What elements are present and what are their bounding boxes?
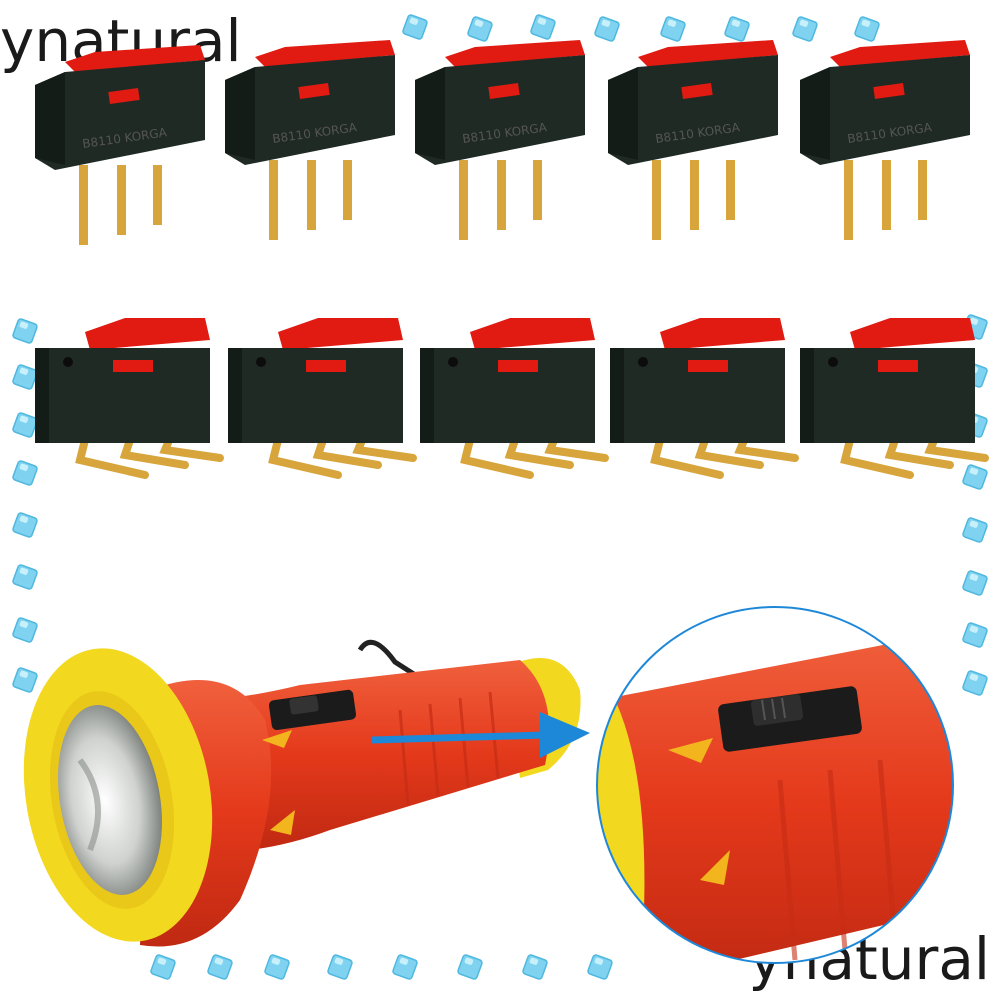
ice-cube-icon	[962, 570, 988, 596]
straight-pin-switch: B8110 KORGA	[225, 40, 395, 240]
bent-pin-switch	[420, 318, 609, 479]
ice-cube-icon	[660, 16, 686, 42]
ice-cube-icon	[402, 14, 428, 40]
ice-cube-icon	[12, 667, 38, 693]
ice-cube-icon	[12, 318, 38, 344]
zoom-arrow-icon	[371, 712, 590, 758]
ice-cube-icon	[792, 16, 818, 42]
ice-cube-icon	[962, 670, 988, 696]
ice-cube-icon	[264, 954, 290, 980]
ice-cube-icon	[962, 622, 988, 648]
ice-cube-icon	[12, 512, 38, 538]
straight-pin-switch: B8110 KORGA	[608, 40, 778, 240]
ice-cube-icon	[962, 517, 988, 543]
ice-cube-icon	[587, 954, 613, 980]
ice-cube-icon	[594, 16, 620, 42]
ice-cube-icon	[530, 14, 556, 40]
straight-pin-switch: B8110 KORGA	[800, 40, 970, 240]
flashlight-illustration	[23, 606, 954, 964]
bent-pin-switch	[610, 318, 799, 479]
switch-closeup-view	[596, 606, 954, 964]
ice-cube-icon	[150, 954, 176, 980]
ice-cube-icon	[12, 564, 38, 590]
straight-pin-switch: B8110 KORGA	[35, 45, 205, 245]
ice-cube-icon	[724, 16, 750, 42]
ice-cube-icon	[327, 954, 353, 980]
bent-pin-switch	[228, 318, 417, 479]
ice-cube-icon	[12, 460, 38, 486]
ice-cube-icon	[457, 954, 483, 980]
flashlight-full-view	[23, 639, 581, 947]
ice-cube-icon	[12, 364, 38, 390]
straight-pin-switch: B8110 KORGA	[415, 40, 585, 240]
ice-cube-icon	[522, 954, 548, 980]
ice-cube-icon	[962, 464, 988, 490]
ice-cube-icon	[854, 16, 880, 42]
ice-cube-icon	[467, 16, 493, 42]
ice-cube-icon	[12, 412, 38, 438]
ice-cube-icon	[392, 954, 418, 980]
ice-cube-icon	[12, 617, 38, 643]
ice-cube-icon	[207, 954, 233, 980]
bent-pin-switch	[35, 318, 224, 479]
bent-pin-switch	[800, 318, 989, 479]
